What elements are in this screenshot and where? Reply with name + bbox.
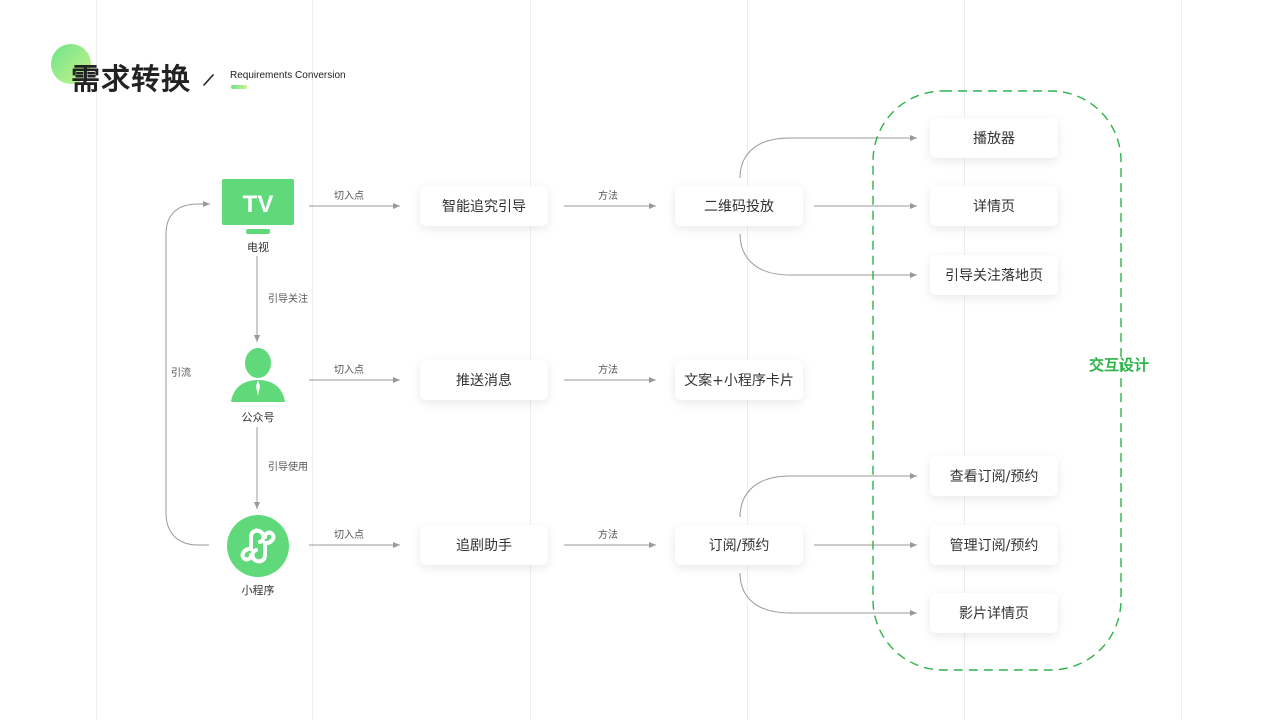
edge-label-method: 方法 [598, 365, 618, 376]
edge-mp-to-tv [165, 201, 210, 546]
edge-label-entry: 切入点 [334, 365, 364, 376]
slash-icon [203, 74, 214, 86]
node-manage-subscription[interactable]: 管理订阅/预约 [930, 525, 1058, 565]
traffic-label: 引流 [171, 368, 191, 379]
grid-line [1181, 0, 1182, 720]
node-copy-card[interactable]: 文案+小程序卡片 [675, 360, 803, 400]
node-qr-code[interactable]: 二维码投放 [675, 186, 803, 226]
edge-label-method: 方法 [598, 530, 618, 541]
page-title: 需求转换 [71, 62, 192, 96]
grid-line [312, 0, 313, 720]
edge-qr-to-follow-landing [739, 233, 917, 278]
interaction-design-group [872, 90, 1122, 671]
node-drama-assistant[interactable]: 追剧助手 [420, 525, 548, 565]
tv-label: 电视 [247, 241, 269, 254]
guide-use-label: 引导使用 [268, 462, 308, 473]
node-subscribe[interactable]: 订阅/预约 [675, 525, 803, 565]
subtitle-underline [231, 85, 247, 89]
page-subtitle: Requirements Conversion [230, 70, 346, 81]
mini-program-icon [227, 515, 289, 577]
edge-label-entry: 切入点 [334, 191, 364, 202]
tv-icon-text: TV [243, 191, 274, 218]
node-push-message[interactable]: 推送消息 [420, 360, 548, 400]
grid-line [964, 0, 965, 720]
mini-program-label: 小程序 [241, 584, 275, 597]
node-detail[interactable]: 详情页 [930, 186, 1058, 226]
node-player[interactable]: 播放器 [930, 118, 1058, 158]
official-account-label: 公众号 [241, 411, 275, 424]
node-smart-guide[interactable]: 智能追究引导 [420, 186, 548, 226]
edge-label-method: 方法 [598, 191, 618, 202]
node-film-detail[interactable]: 影片详情页 [930, 593, 1058, 633]
person-icon [231, 348, 285, 402]
guide-follow-label: 引导关注 [268, 294, 308, 305]
tv-icon: TV [222, 179, 294, 234]
edge-subscribe-to-film-detail [739, 572, 917, 616]
node-view-subscription[interactable]: 查看订阅/预约 [930, 456, 1058, 496]
interaction-design-label: 交互设计 [1089, 356, 1150, 374]
edge-label-entry: 切入点 [334, 530, 364, 541]
grid-line [96, 0, 97, 720]
edge-qr-to-player [739, 135, 917, 179]
edge-subscribe-to-view [739, 473, 917, 518]
node-follow-landing[interactable]: 引导关注落地页 [930, 255, 1058, 295]
title-decor-circle [51, 44, 91, 84]
